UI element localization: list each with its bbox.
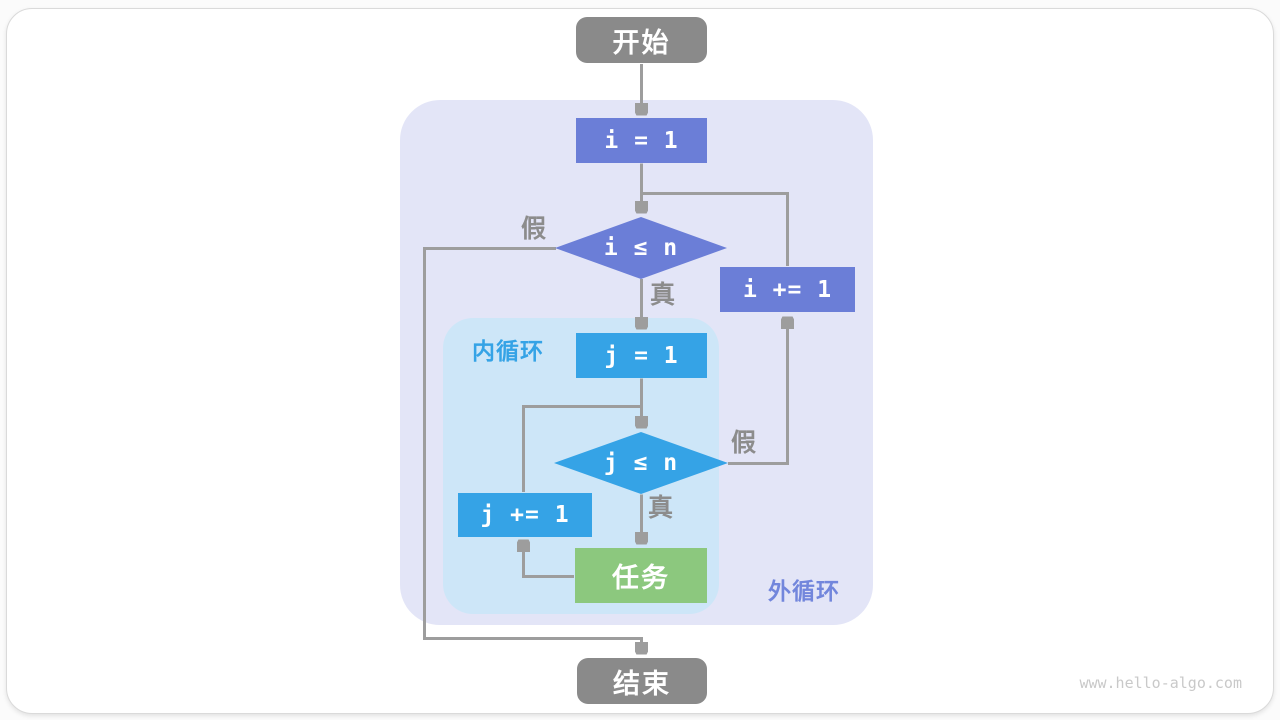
edge-inc-j-to-cond-j-junction [522, 405, 640, 492]
node-inc-i: i += 1 [720, 267, 855, 312]
outer-loop-label: 外循环 [768, 578, 840, 604]
node-init-j: j = 1 [576, 333, 707, 378]
node-inc-j: j += 1 [458, 493, 592, 537]
node-init-i: i = 1 [576, 118, 707, 163]
node-end: 结束 [577, 658, 707, 704]
branch-label-cond-i-true: 真 [650, 281, 676, 309]
edge-inc-i-to-cond-i-junction [643, 192, 789, 266]
branch-label-cond-j-true: 真 [648, 494, 674, 522]
edge-cond-j-false-to-inc-i [728, 320, 788, 465]
edge-cond-i-false-to-end [423, 247, 642, 652]
inner-loop-label: 内循环 [472, 338, 544, 364]
branch-label-cond-j-false: 假 [731, 429, 757, 457]
site-watermark: www.hello-algo.com [1079, 674, 1242, 692]
node-start: 开始 [576, 17, 707, 63]
edge-task-to-inc-j [524, 543, 574, 578]
branch-label-cond-i-false: 假 [521, 215, 547, 243]
node-task: 任务 [575, 548, 707, 603]
